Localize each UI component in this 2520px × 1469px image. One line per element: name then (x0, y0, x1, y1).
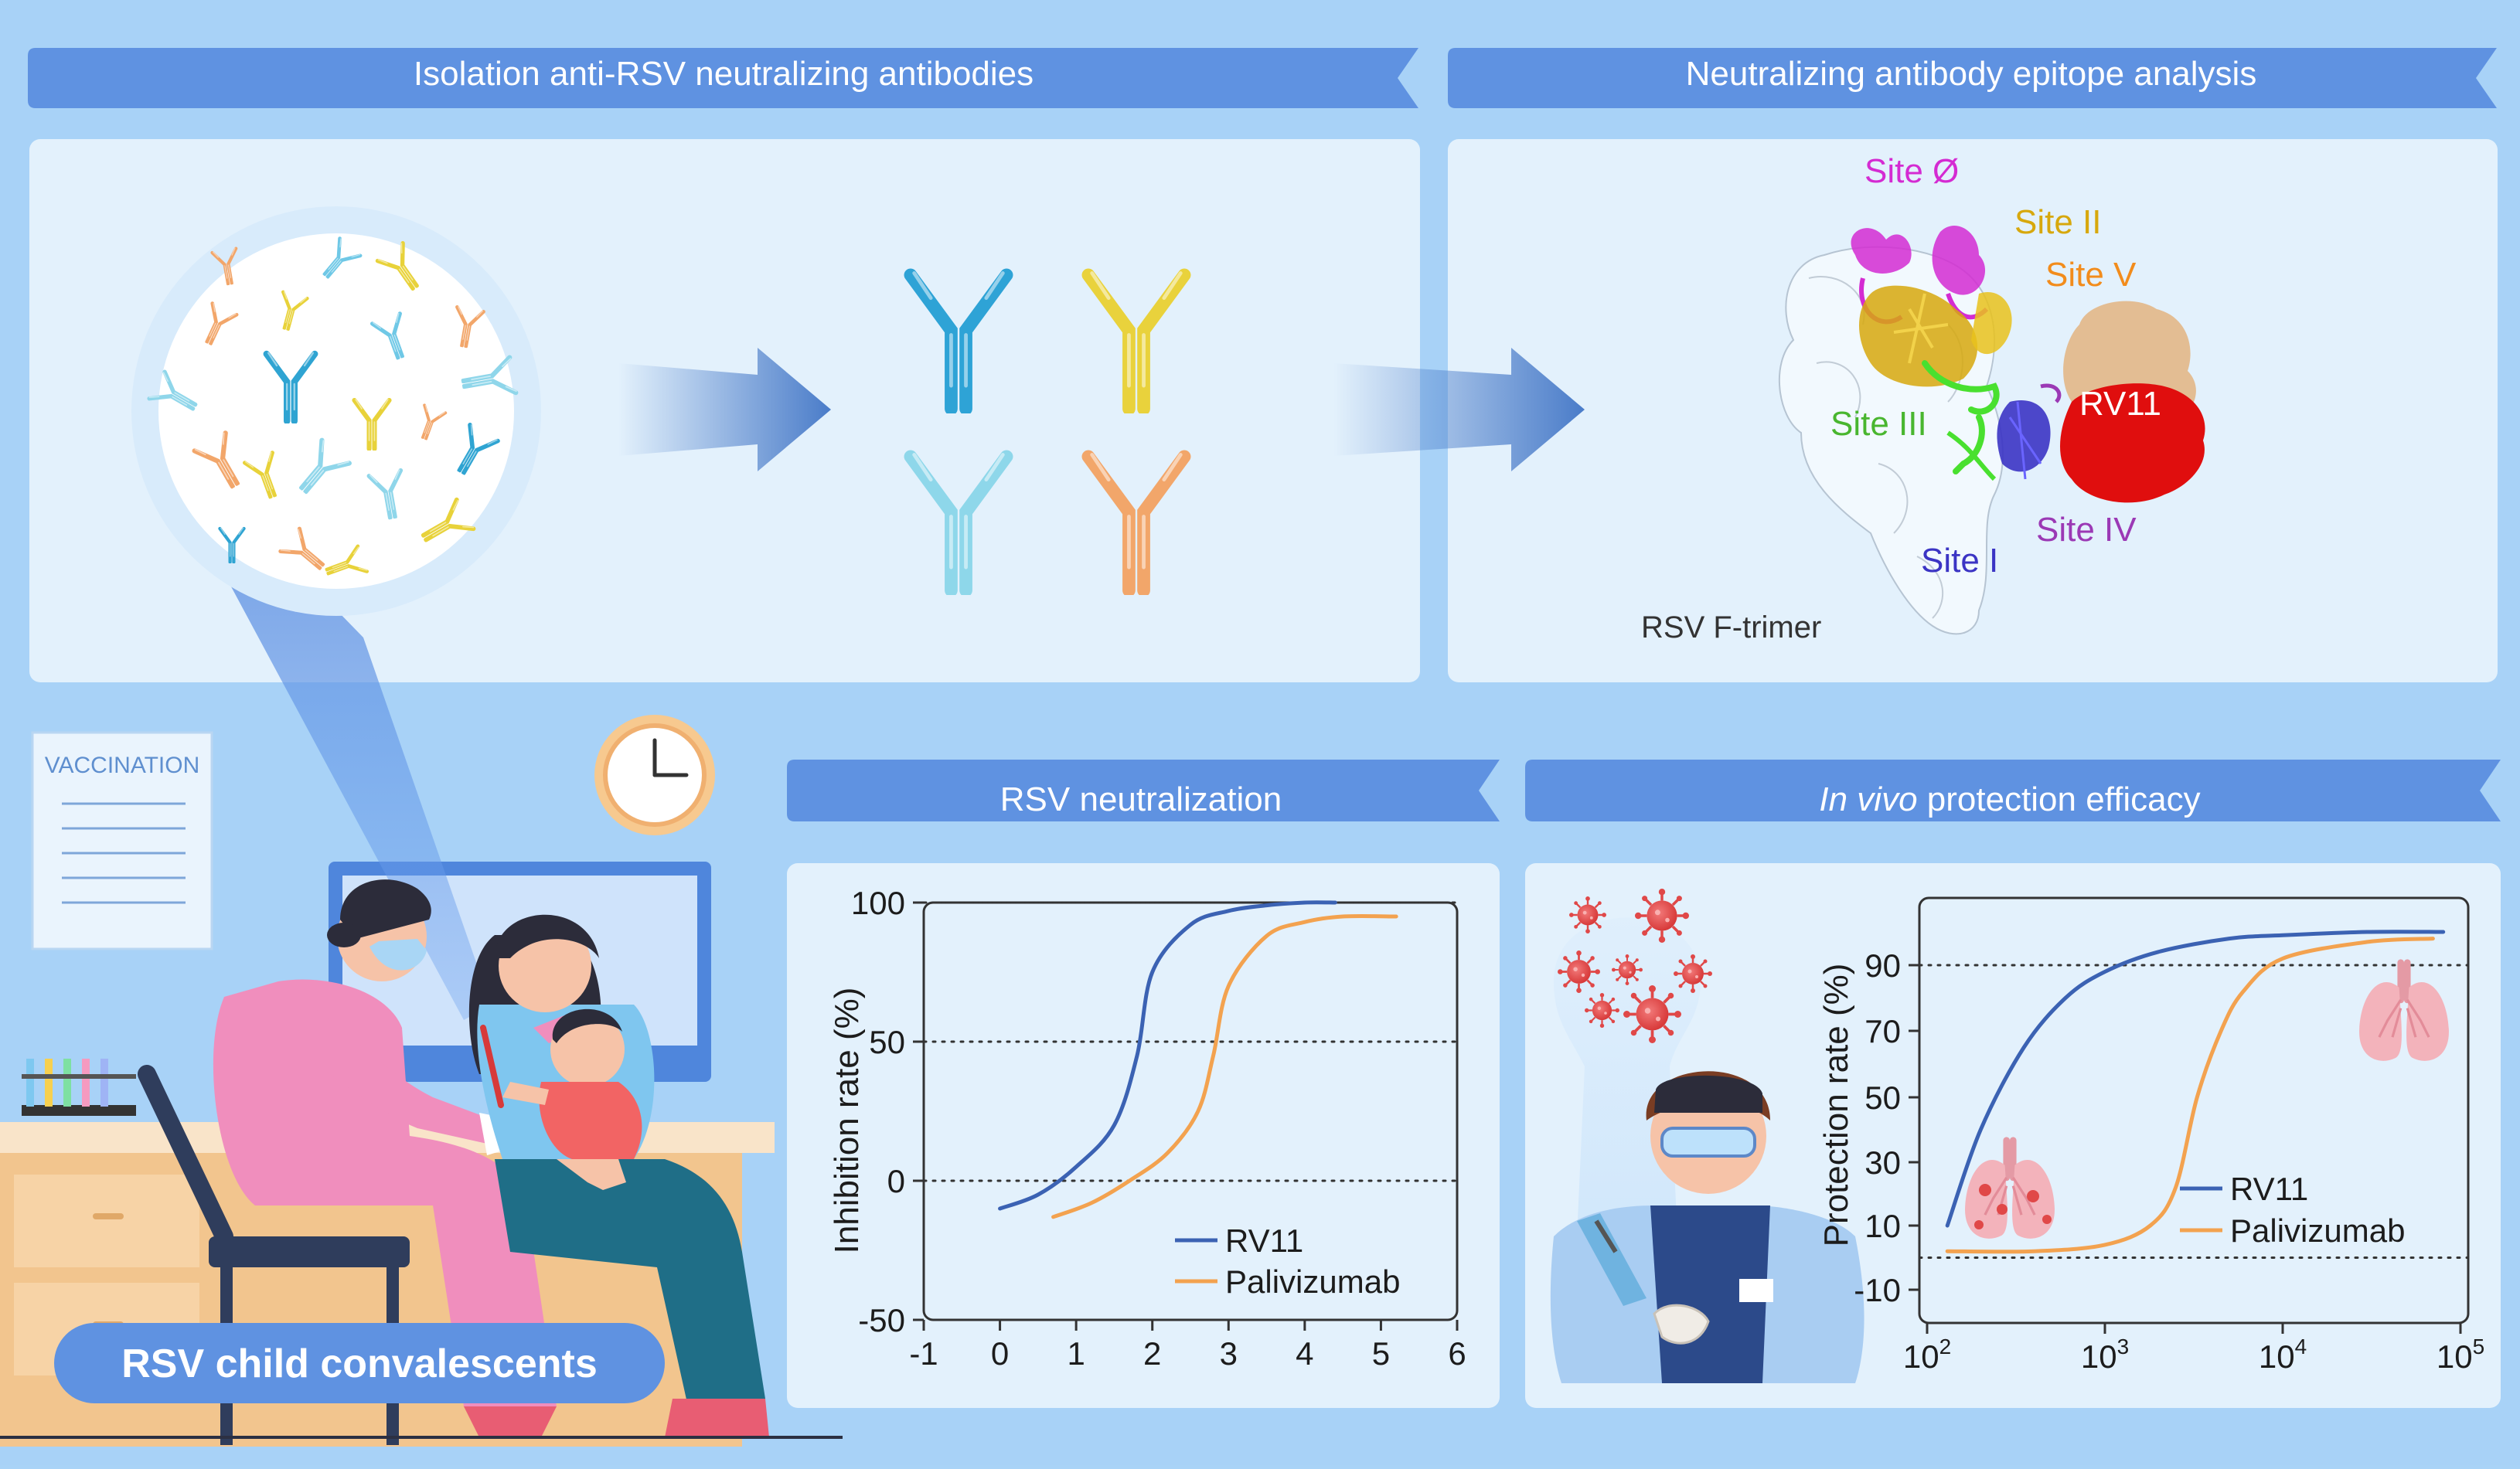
banner-invivo-text: In vivo protection efficacy (1819, 780, 2200, 818)
arrow-to-antibodies (618, 348, 831, 471)
epitope-labels: Site Ø Site II Site V RV11 Site III Site… (1641, 152, 2161, 644)
banner-invivo-italic: In vivo (1819, 780, 1917, 818)
chart2-y-tick-label: 30 (1864, 1144, 1901, 1181)
nurse-figure (213, 879, 557, 1437)
chart1-x-tick-label: 2 (1143, 1335, 1161, 1372)
chart2-y-tick-label: 70 (1864, 1013, 1901, 1049)
chart2-legend: RV11 Palivizumab (2180, 1171, 2405, 1249)
antibody-pool (131, 206, 541, 616)
label-trimer: RSV F-trimer (1641, 610, 1821, 644)
chart1-reference-lines (922, 901, 1459, 1182)
chart1-x-tick-label: 0 (991, 1335, 1009, 1372)
infected-lungs-icon (1965, 1141, 2055, 1239)
chart1-y-axis-label: Inhibition rate (%) (828, 988, 866, 1254)
banner-neutralization: RSV neutralization (787, 760, 1500, 821)
cohort-label-text: RSV child convalescents (121, 1341, 598, 1386)
invivo-chart: 102 103 104 105 90 70 50 30 10 -10 Protection rat… (1817, 896, 2484, 1375)
chart1-series (998, 900, 1398, 1219)
chart2-y-tick-label: -10 (1854, 1272, 1901, 1308)
chart1-x-tick-label: 6 (1448, 1335, 1466, 1372)
label-site-iv: Site IV (2036, 511, 2137, 549)
virus-icon (1569, 896, 1606, 933)
label-site-ii: Site II (2014, 203, 2102, 241)
magnifier-lens (158, 233, 514, 589)
chart1-x-tick-label: 4 (1296, 1335, 1313, 1372)
chart1-ticks: -1 0 1 2 3 4 5 6 100 50 0 -50 (851, 885, 1466, 1372)
virus-icon (1623, 985, 1681, 1043)
arrow-to-epitope (1333, 348, 1585, 471)
invivo-illustration (1550, 889, 1864, 1383)
panel-neutralization (787, 863, 1500, 1408)
chart2-x-tick-label: 103 (2081, 1335, 2129, 1375)
chart2-series-line-rv11 (1945, 930, 2446, 1228)
light-beam (215, 501, 491, 1020)
rv11-surface (2060, 383, 2205, 503)
chart1-y-tick-label: 100 (851, 885, 905, 921)
banner-epitope-text: Neutralizing antibody epitope analysis (1686, 55, 2257, 93)
chart2-series (1945, 930, 2446, 1254)
chart1-plot-frame (922, 901, 1459, 1321)
chart1-legend: RV11 Palivizumab (1175, 1222, 1400, 1300)
label-site-v: Site V (2045, 256, 2137, 294)
vaccination-poster: VACCINATION (31, 731, 213, 950)
chart1-legend-rv11: RV11 (1225, 1222, 1303, 1259)
chart2-y-tick-label: 50 (1864, 1080, 1901, 1116)
chart2-x-tick-label: 104 (2259, 1335, 2307, 1375)
banner-invivo-rest: protection efficacy (1918, 780, 2201, 818)
chart2-series-line-palivizumab (1945, 937, 2435, 1254)
virus-icon (1635, 889, 1689, 943)
chart1-y-tick-label: -50 (858, 1302, 905, 1338)
chart1-series-line-rv11 (998, 900, 1337, 1211)
banner-neutralization-text: RSV neutralization (1000, 780, 1282, 818)
researcher-figure (1550, 1071, 1864, 1383)
virus-icon (1558, 950, 1600, 993)
neutralization-chart: -1 0 1 2 3 4 5 6 100 50 0 -50 Inhibition rate (%) R… (828, 885, 1466, 1372)
rsv-f-trimer-structure (1778, 225, 2205, 635)
chart2-x-tick-label: 102 (1903, 1335, 1951, 1375)
chart2-reference-lines (1918, 964, 2470, 1259)
label-site-iii: Site III (1830, 405, 1927, 443)
virus-icon (1612, 954, 1643, 985)
chart2-ticks: 102 103 104 105 90 70 50 30 10 -10 (1854, 947, 2484, 1375)
chart1-y-tick-label: 0 (887, 1163, 905, 1199)
banner-epitope: Neutralizing antibody epitope analysis (1448, 48, 2497, 108)
chart1-x-tick-label: -1 (909, 1335, 938, 1372)
chart2-y-axis-label: Protection rate (%) (1817, 964, 1855, 1247)
label-rv11: RV11 (2079, 385, 2161, 423)
chart1-x-tick-label: 1 (1067, 1335, 1085, 1372)
chart2-legend-rv11: RV11 (2230, 1171, 2308, 1207)
test-tube-rack (22, 1059, 136, 1116)
cohort-label: RSV child convalescents (54, 1323, 665, 1403)
vaccination-sign-text: VACCINATION (45, 753, 200, 778)
chart1-x-tick-label: 5 (1372, 1335, 1390, 1372)
chart2-y-tick-label: 10 (1864, 1208, 1901, 1244)
virus-icon (1674, 954, 1712, 993)
chart2-plot-frame (1918, 896, 2470, 1324)
banner-invivo: In vivo protection efficacy (1525, 760, 2501, 821)
chart1-x-tick-label: 3 (1220, 1335, 1238, 1372)
chart2-y-tick-label: 90 (1864, 947, 1901, 984)
clinic-scene: VACCINATION (0, 501, 843, 1447)
label-site-i: Site I (1921, 542, 1998, 580)
label-site-0: Site Ø (1864, 152, 1959, 190)
chart1-legend-palivizumab: Palivizumab (1225, 1263, 1400, 1300)
chart1-y-tick-label: 50 (869, 1024, 905, 1060)
banner-isolation-text: Isolation anti-RSV neutralizing antibodi… (414, 55, 1034, 93)
virus-icon (1585, 993, 1619, 1028)
chart1-series-line-palivizumab (1051, 913, 1398, 1219)
banner-isolation: Isolation anti-RSV neutralizing antibodi… (28, 48, 1418, 108)
child-figure (502, 1008, 642, 1190)
clock-icon (594, 715, 715, 835)
syringe-icon (480, 1025, 504, 1108)
chart2-legend-palivizumab: Palivizumab (2230, 1212, 2405, 1249)
chart2-x-tick-label: 105 (2437, 1335, 2484, 1375)
